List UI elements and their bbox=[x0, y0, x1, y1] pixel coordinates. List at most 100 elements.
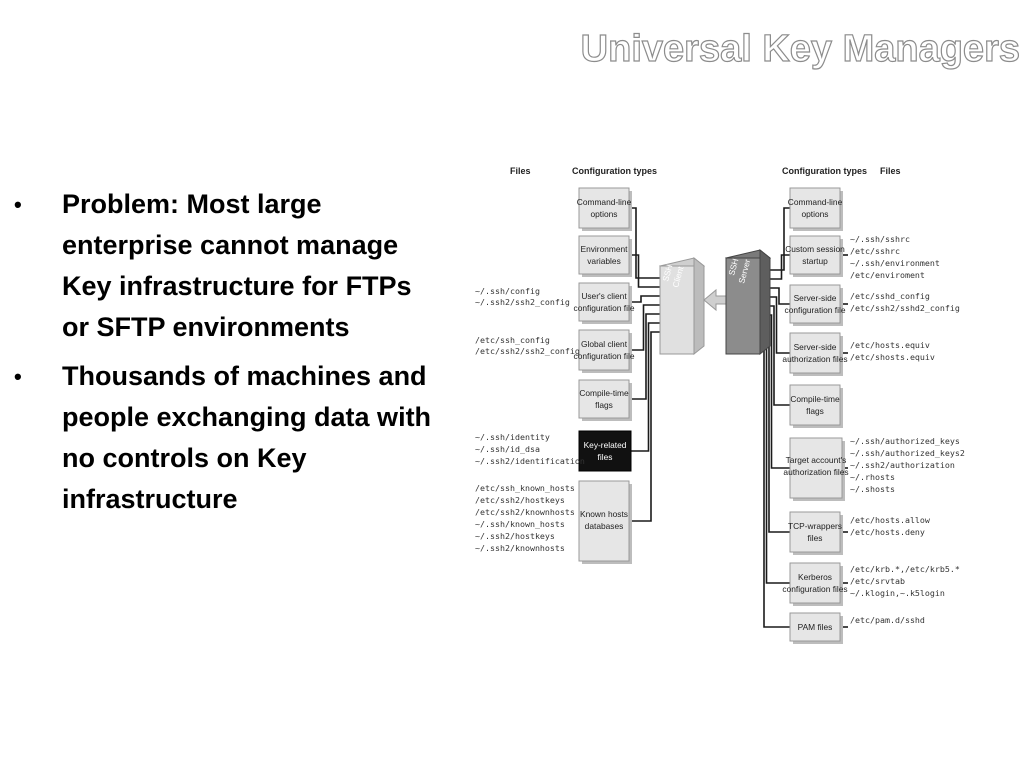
config-box-command-line-right: Command-line options bbox=[788, 187, 843, 231]
svg-text:/etc/ssh2/sshd2_config: /etc/ssh2/sshd2_config bbox=[850, 303, 960, 313]
config-box-pam-files: PAM files bbox=[789, 612, 843, 644]
svg-text:~/.ssh/environment: ~/.ssh/environment bbox=[850, 258, 940, 268]
svg-text:Custom session: Custom session bbox=[785, 244, 845, 254]
svg-text:User's client: User's client bbox=[581, 291, 627, 301]
svg-text:~/.ssh2/hostkeys: ~/.ssh2/hostkeys bbox=[475, 531, 555, 541]
svg-text:configuration file: configuration file bbox=[574, 303, 635, 313]
svg-text:Compile-time: Compile-time bbox=[790, 394, 840, 404]
svg-text:~/.ssh/known_hosts: ~/.ssh/known_hosts bbox=[475, 519, 565, 529]
config-box-target-account-authorization: Target account's authorization files bbox=[783, 437, 849, 501]
connector-wire bbox=[629, 322, 660, 452]
svg-text:~/.ssh/identity: ~/.ssh/identity bbox=[475, 432, 550, 442]
svg-text:configuration files: configuration files bbox=[782, 584, 847, 594]
config-box-server-side-authorization: Server-side authorization files bbox=[782, 332, 848, 376]
config-box-tcp-wrappers: TCP-wrappers files bbox=[788, 511, 843, 555]
header-left-config-types: Configuration types bbox=[572, 166, 657, 176]
svg-text:Global client: Global client bbox=[581, 339, 628, 349]
config-box-server-side-config: Server-side configuration file bbox=[785, 284, 846, 326]
connector-wire bbox=[770, 287, 790, 305]
svg-text:~/.ssh/id_dsa: ~/.ssh/id_dsa bbox=[475, 444, 540, 454]
right-file-list-tcp-wrappers: /etc/hosts.allow /etc/hosts.deny bbox=[850, 515, 930, 537]
svg-text:/etc/ssh2/ssh2_config: /etc/ssh2/ssh2_config bbox=[475, 346, 580, 356]
svg-text:/etc/hosts.equiv: /etc/hosts.equiv bbox=[850, 340, 930, 350]
svg-text:/etc/sshd_config: /etc/sshd_config bbox=[850, 291, 930, 301]
svg-text:/etc/enviroment: /etc/enviroment bbox=[850, 270, 925, 280]
right-config-boxes: Command-line options Custom session star… bbox=[782, 187, 849, 644]
svg-text:/etc/ssh_config: /etc/ssh_config bbox=[475, 335, 550, 345]
connector-wire bbox=[629, 331, 660, 522]
left-file-list-global-client: /etc/ssh_config /etc/ssh2/ssh2_config bbox=[475, 335, 580, 356]
svg-text:~/.ssh2/ssh2_config: ~/.ssh2/ssh2_config bbox=[475, 297, 570, 307]
config-box-compile-time-right: Compile-time flags bbox=[789, 384, 843, 428]
svg-text:Kerberos: Kerberos bbox=[798, 572, 832, 582]
svg-text:/etc/sshrc: /etc/sshrc bbox=[850, 246, 900, 256]
svg-text:configuration file: configuration file bbox=[574, 351, 635, 361]
svg-text:configuration file: configuration file bbox=[785, 305, 846, 315]
svg-text:~/.ssh/authorized_keys2: ~/.ssh/authorized_keys2 bbox=[850, 448, 965, 458]
connector-wire bbox=[629, 254, 660, 288]
header-right-config-types: Configuration types bbox=[782, 166, 867, 176]
svg-text:SSH: SSH bbox=[726, 257, 740, 276]
bullet-item-problem: • Problem: Most large enterprise cannot … bbox=[14, 184, 444, 348]
connector-wire bbox=[770, 254, 790, 280]
svg-text:/etc/hosts.deny: /etc/hosts.deny bbox=[850, 527, 925, 537]
slide-title: Universal Key Managers bbox=[580, 27, 1021, 70]
svg-text:Server-side: Server-side bbox=[794, 342, 837, 352]
svg-text:Server-side: Server-side bbox=[794, 293, 837, 303]
svg-text:/etc/ssh2/hostkeys: /etc/ssh2/hostkeys bbox=[475, 495, 565, 505]
svg-text:~/.ssh2/knownhosts: ~/.ssh2/knownhosts bbox=[475, 543, 565, 553]
svg-text:TCP-wrappers: TCP-wrappers bbox=[788, 521, 842, 531]
svg-text:databases: databases bbox=[585, 521, 624, 531]
svg-text:/etc/krb.*,/etc/krb5.*: /etc/krb.*,/etc/krb5.* bbox=[850, 564, 960, 574]
right-file-list-server-config: /etc/sshd_config /etc/ssh2/sshd2_config bbox=[850, 291, 960, 313]
svg-text:Key-related: Key-related bbox=[584, 440, 627, 450]
svg-text:options: options bbox=[590, 209, 617, 219]
connector-wire bbox=[629, 304, 660, 351]
svg-text:~/.ssh/sshrc: ~/.ssh/sshrc bbox=[850, 234, 910, 244]
svg-text:/etc/shosts.equiv: /etc/shosts.equiv bbox=[850, 352, 935, 362]
right-file-list-custom-session: ~/.ssh/sshrc /etc/sshrc ~/.ssh/environme… bbox=[850, 234, 940, 280]
svg-text:flags: flags bbox=[595, 400, 613, 410]
ssh-client-block: SSH Client bbox=[658, 256, 706, 356]
svg-text:files: files bbox=[808, 533, 823, 543]
config-box-known-hosts-db: Known hosts databases bbox=[578, 480, 632, 564]
right-file-list-kerberos: /etc/krb.*,/etc/krb5.* /etc/srvtab ~/.kl… bbox=[850, 564, 960, 598]
svg-text:/etc/ssh_known_hosts: /etc/ssh_known_hosts bbox=[475, 483, 575, 493]
connector-wire bbox=[770, 314, 790, 469]
svg-text:Target account's: Target account's bbox=[786, 455, 847, 465]
ssh-server-block: SSH Server bbox=[724, 248, 772, 356]
header-right-files: Files bbox=[880, 166, 901, 176]
connector-wire bbox=[629, 313, 660, 400]
svg-text:files: files bbox=[598, 452, 613, 462]
config-box-key-related-files: Key-related files bbox=[578, 430, 632, 472]
bullet-list: • Problem: Most large enterprise cannot … bbox=[14, 184, 444, 528]
svg-text:SSH: SSH bbox=[660, 263, 674, 282]
svg-text:/etc/ssh2/knownhosts: /etc/ssh2/knownhosts bbox=[475, 507, 575, 517]
svg-text:Command-line: Command-line bbox=[577, 197, 632, 207]
config-box-users-client-config: User's client configuration file bbox=[574, 282, 635, 324]
config-box-environment-variables: Environment variables bbox=[578, 235, 632, 277]
svg-text:Known hosts: Known hosts bbox=[580, 509, 628, 519]
connector-wire bbox=[770, 207, 790, 271]
left-file-list-known-hosts: /etc/ssh_known_hosts /etc/ssh2/hostkeys … bbox=[475, 483, 575, 553]
right-file-list-pam: /etc/pam.d/sshd bbox=[850, 615, 925, 625]
svg-text:variables: variables bbox=[587, 256, 621, 266]
connector-wire bbox=[629, 295, 660, 303]
svg-text:Command-line: Command-line bbox=[788, 197, 843, 207]
svg-text:Compile-time: Compile-time bbox=[579, 388, 629, 398]
config-box-custom-session-startup: Custom session startup bbox=[785, 235, 845, 277]
svg-text:~/.ssh/authorized_keys: ~/.ssh/authorized_keys bbox=[850, 436, 960, 446]
svg-text:~/.ssh2/authorization: ~/.ssh2/authorization bbox=[850, 460, 955, 470]
header-left-files: Files bbox=[510, 166, 531, 176]
svg-text:~/.rhosts: ~/.rhosts bbox=[850, 472, 895, 482]
config-box-kerberos: Kerberos configuration files bbox=[782, 562, 848, 606]
right-file-list-target-authorization: ~/.ssh/authorized_keys ~/.ssh/authorized… bbox=[850, 436, 965, 494]
svg-text:/etc/pam.d/sshd: /etc/pam.d/sshd bbox=[850, 615, 925, 625]
left-file-list-key-related: ~/.ssh/identity ~/.ssh/id_dsa ~/.ssh2/id… bbox=[475, 432, 585, 466]
bullet-dot-icon: • bbox=[14, 364, 22, 389]
left-config-boxes: Command-line options Environment variabl… bbox=[574, 187, 635, 564]
svg-text:~/.ssh/config: ~/.ssh/config bbox=[475, 286, 540, 296]
right-file-list-server-authorization: /etc/hosts.equiv /etc/shosts.equiv bbox=[850, 340, 935, 362]
svg-text:PAM files: PAM files bbox=[798, 622, 833, 632]
